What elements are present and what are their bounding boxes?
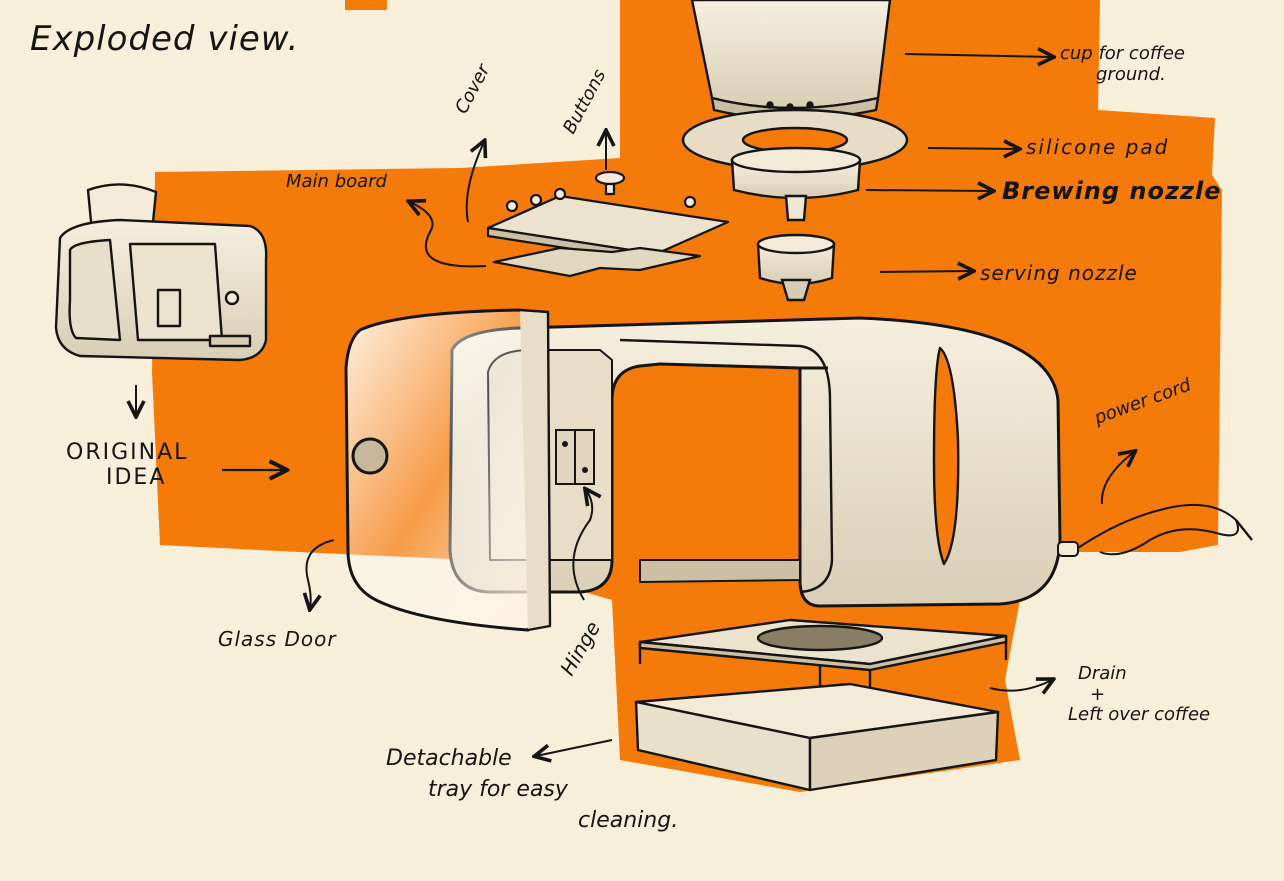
original-idea-line1: ORIGINAL	[66, 440, 188, 465]
drain-label-line2: +	[1068, 685, 1210, 706]
cup-label-line2: ground.	[1060, 65, 1185, 86]
cup-label: cup for coffee ground.	[1060, 44, 1185, 85]
silicone-arrow	[928, 148, 1018, 149]
silicone-label: silicone pad	[1026, 136, 1169, 159]
original-idea-line2: IDEA	[66, 465, 188, 490]
tray-label-line2: tray for easy	[386, 775, 678, 806]
hinge-part	[556, 430, 594, 484]
brewing-arrow	[866, 190, 992, 191]
drain-label-line1: Drain	[1068, 664, 1210, 685]
orange-background	[152, 0, 1222, 792]
brewing-label: Brewing nozzle	[1002, 178, 1221, 206]
original-idea-label: ORIGINAL IDEA	[66, 440, 188, 491]
tray-label: Detachable tray for easy cleaning.	[386, 744, 678, 836]
mainboard-label: Main board	[286, 172, 387, 193]
tray-label-line3: cleaning.	[386, 806, 678, 837]
page-title: Exploded view.	[30, 20, 299, 59]
coffee-cup-part	[692, 0, 890, 119]
cup-label-line1: cup for coffee	[1060, 44, 1185, 65]
glass-door-label: Glass Door	[218, 628, 337, 651]
serving-arrow	[880, 271, 972, 272]
glass-door-part	[346, 310, 550, 630]
serving-label: serving nozzle	[980, 262, 1138, 285]
tray-label-line1: Detachable	[386, 744, 678, 775]
drain-label-line3: Left over coffee	[1068, 705, 1210, 726]
drain-label: Drain + Left over coffee	[1068, 664, 1210, 726]
